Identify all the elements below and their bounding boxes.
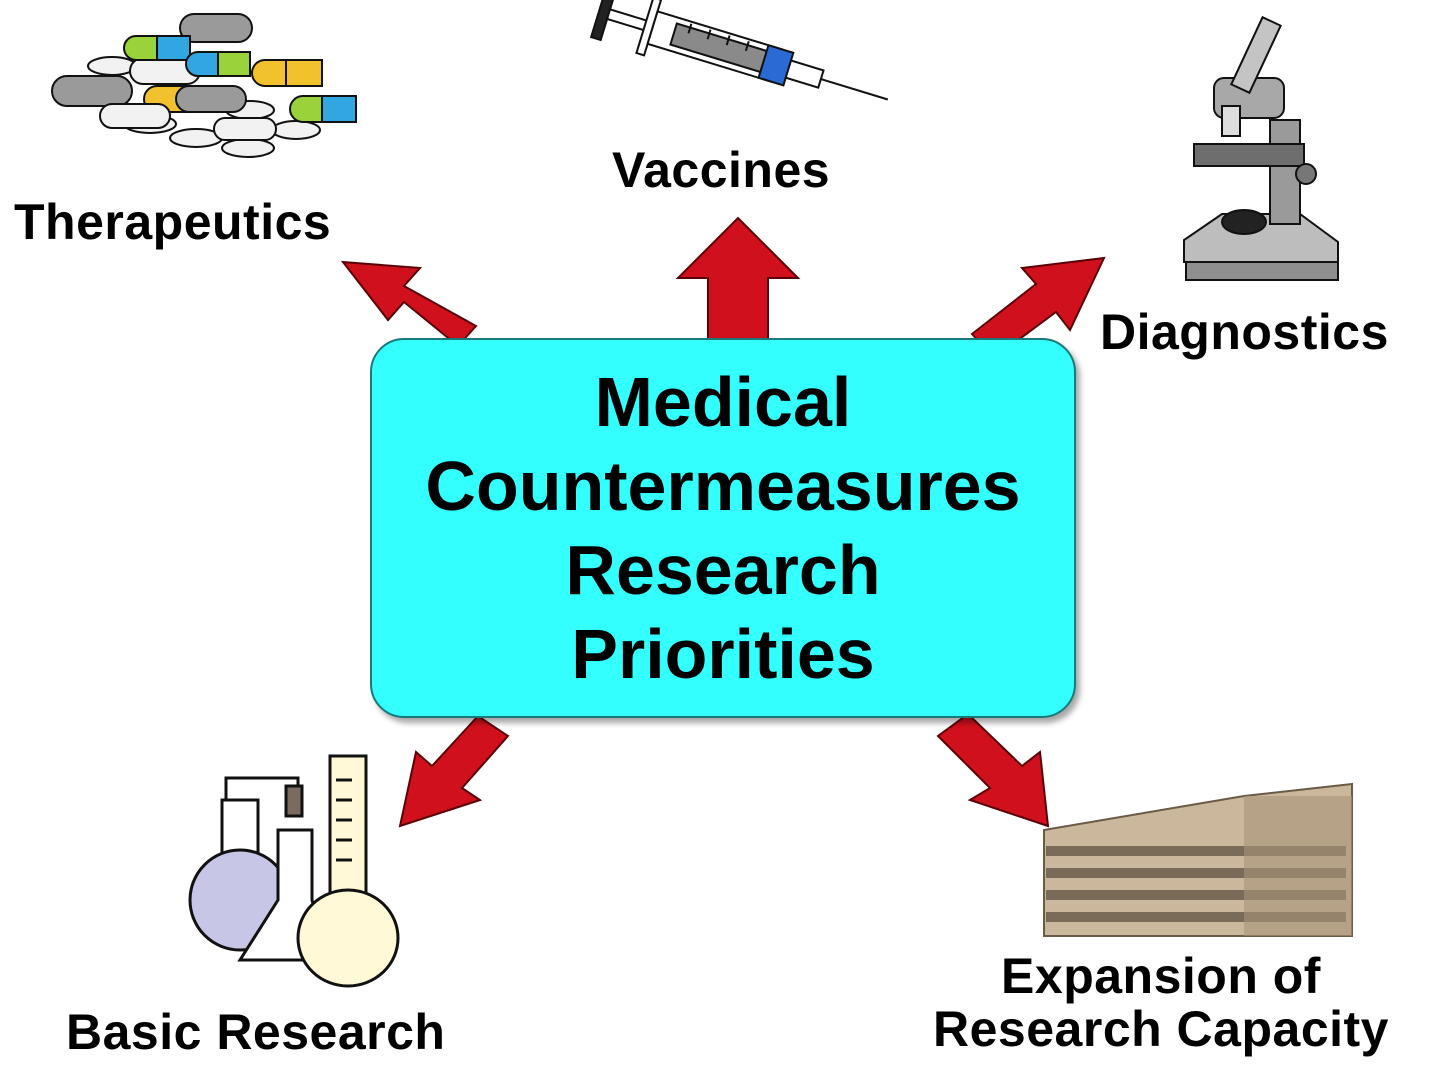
microscope-icon xyxy=(1183,15,1339,281)
node-label-vaccines: Vaccines xyxy=(612,142,831,198)
center-title-line: Research xyxy=(565,531,881,609)
center-title: Medical Countermeasures Research Priorit… xyxy=(425,360,1020,696)
node-label-expansion-line2: Research Capacity xyxy=(933,1000,1389,1057)
node-label-diagnostics: Diagnostics xyxy=(1100,304,1389,360)
arrow-to-therapeutics xyxy=(340,260,478,348)
arrow-to-expansion xyxy=(936,712,1050,828)
syringe-icon xyxy=(589,0,889,101)
center-title-line: Medical xyxy=(594,363,852,441)
center-title-line: Priorities xyxy=(571,615,875,693)
center-priorities-box: Medical Countermeasures Research Priorit… xyxy=(370,338,1076,718)
arrow-to-vaccines xyxy=(675,216,801,341)
node-label-expansion-line1: Expansion of xyxy=(1001,948,1321,1004)
lab-flasks-icon xyxy=(188,754,400,988)
node-label-basic-research: Basic Research xyxy=(66,1004,446,1060)
pills-icon xyxy=(51,13,357,158)
center-title-line: Countermeasures xyxy=(425,447,1021,525)
node-label-expansion: Expansion of Research Capacity xyxy=(896,950,1426,1055)
building-icon xyxy=(1043,782,1353,937)
node-label-therapeutics: Therapeutics xyxy=(14,194,332,250)
arrow-to-basic-research xyxy=(398,714,510,828)
